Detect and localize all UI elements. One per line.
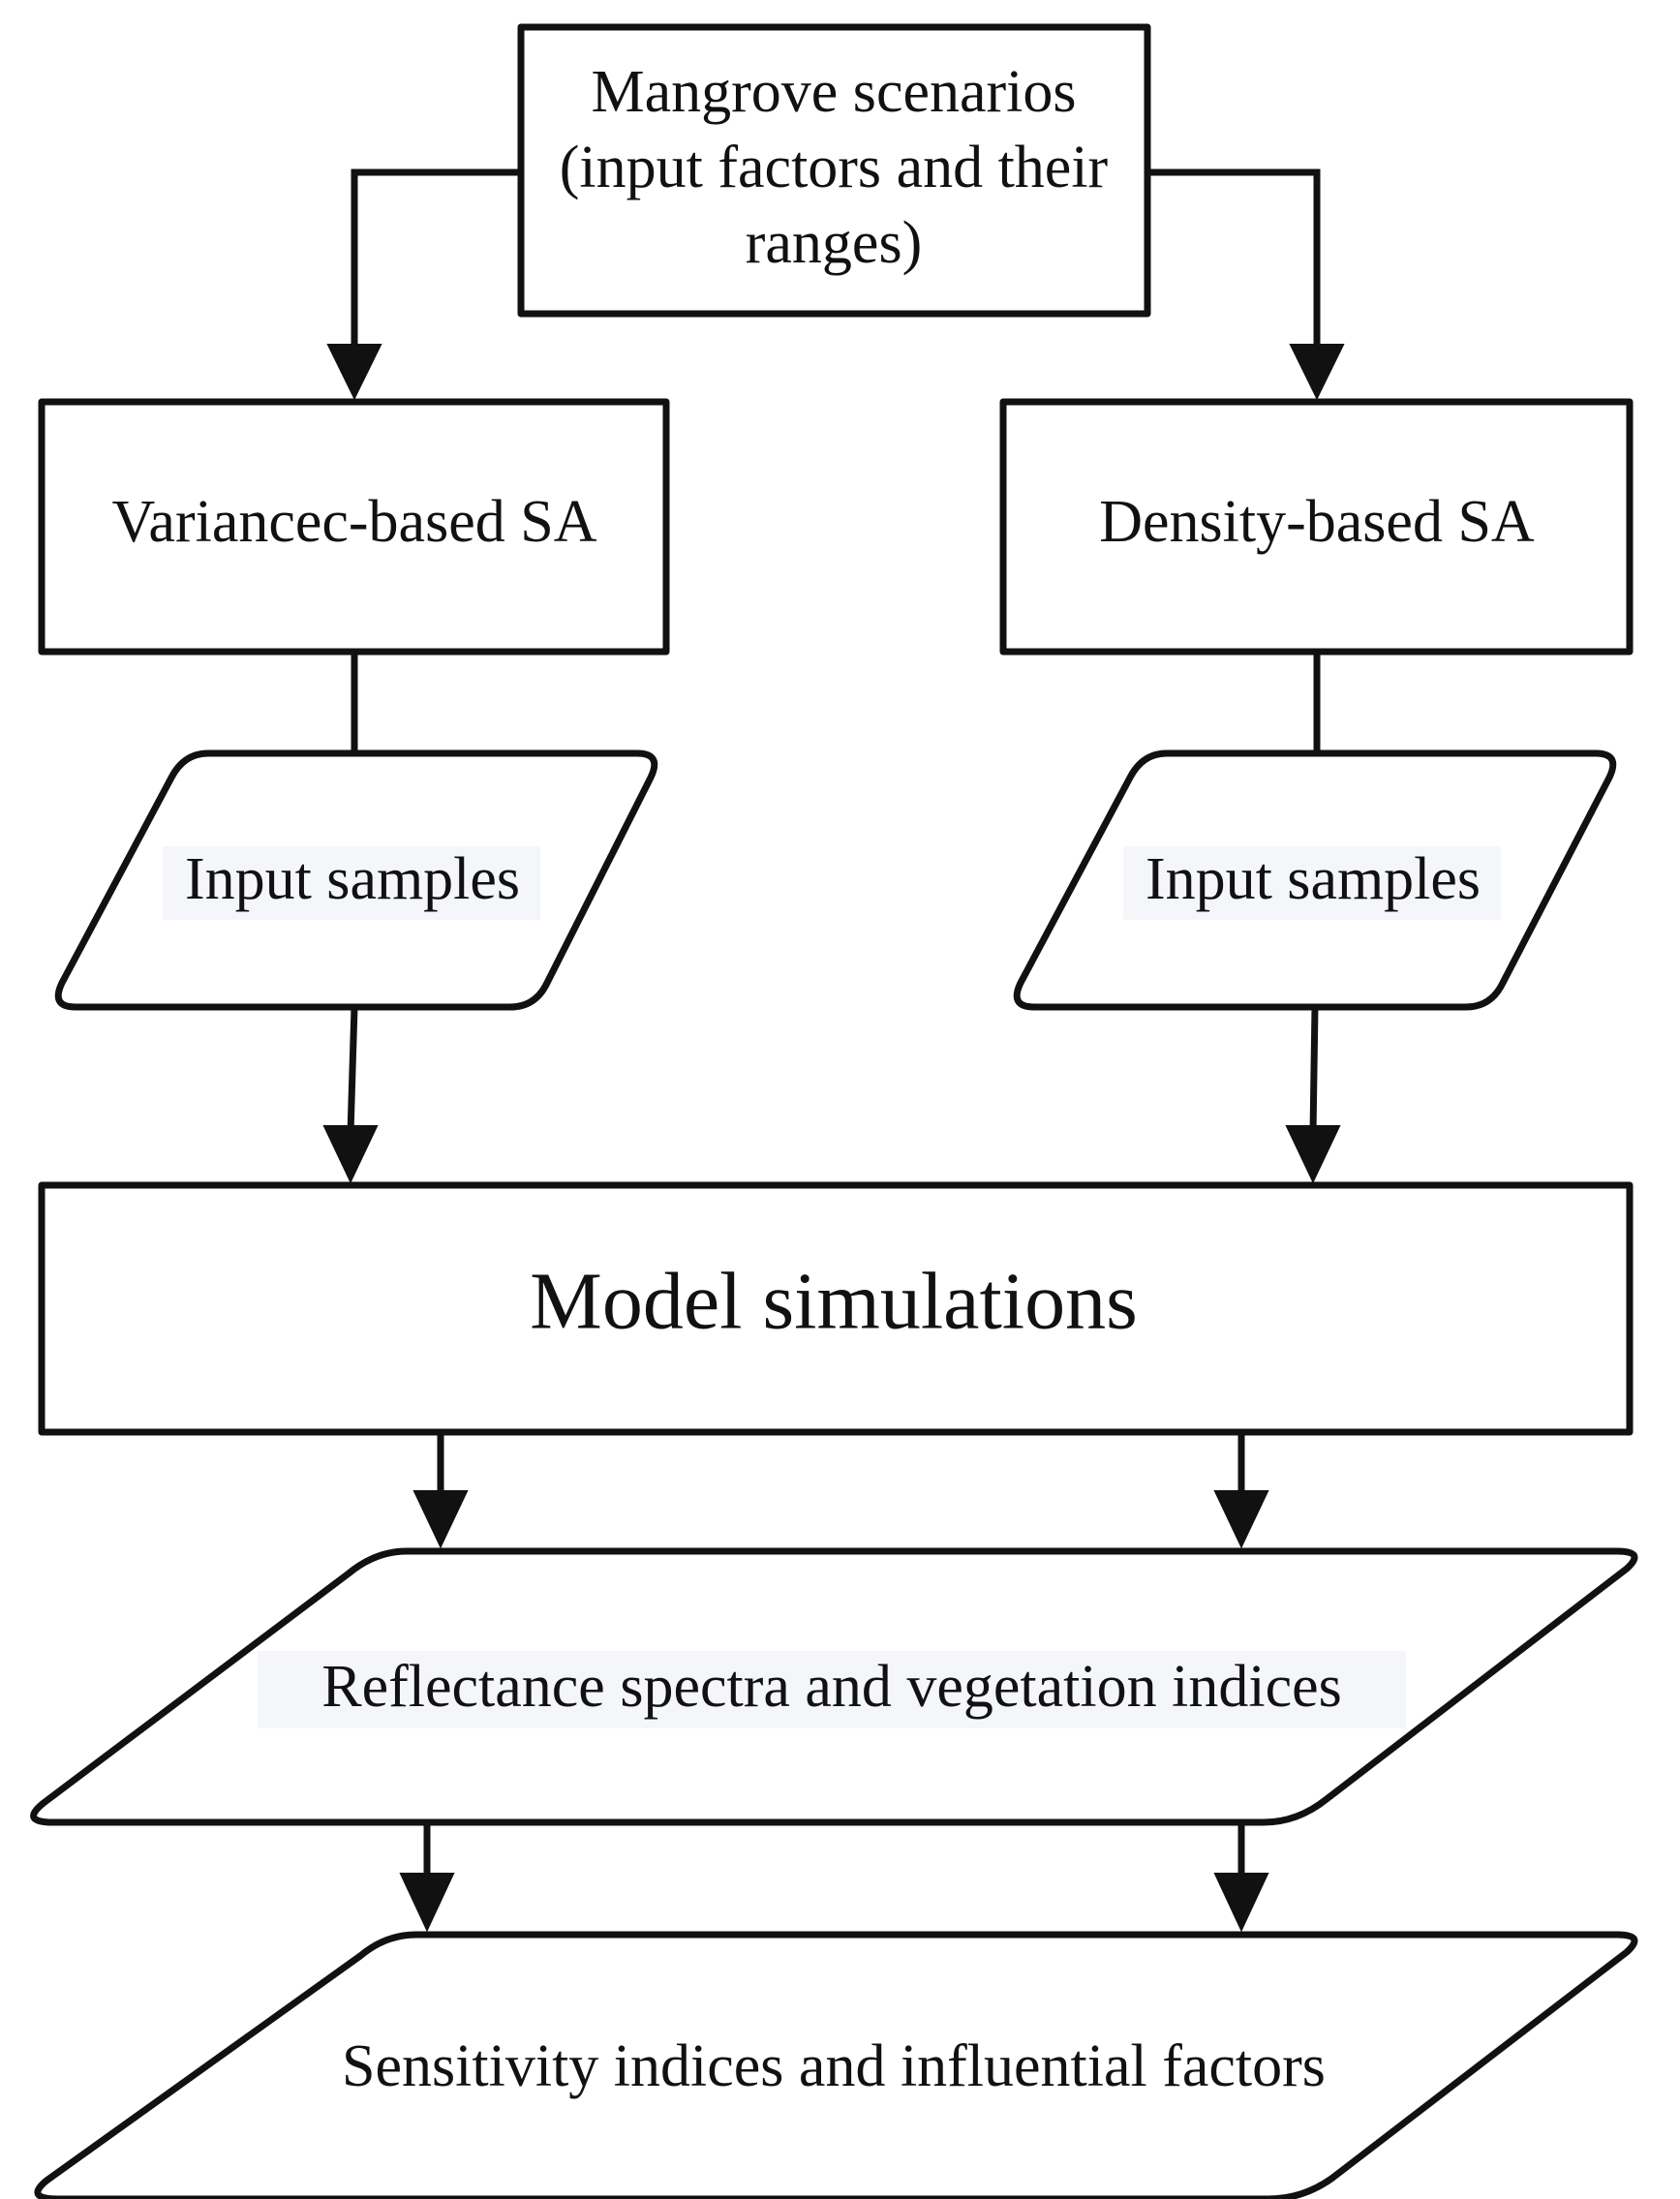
node-sensitivity: Sensitivity indices and influential fact… — [34, 1931, 1638, 2199]
arrowhead-sensitivity-right — [1213, 1873, 1269, 1933]
arrowhead-reflectance-left — [412, 1490, 469, 1549]
input-samples-right-label: Input samples — [1145, 846, 1481, 912]
edge-scenarios-to-variance-sa — [351, 168, 521, 360]
arrowhead-model-right — [1285, 1125, 1341, 1184]
node-input-samples-right: Input samples — [1013, 749, 1617, 1011]
model-simulations-box — [38, 1181, 1634, 1436]
scenarios-line-2: (input factors and their — [560, 135, 1109, 200]
node-scenarios: Mangrove scenarios (input factors and th… — [517, 23, 1151, 318]
variance-sa-label: Variancec-based SA — [112, 489, 597, 555]
arrowhead-variance-sa — [326, 344, 382, 401]
input-samples-right-highlight — [1123, 846, 1501, 920]
arrowhead-model-left — [322, 1125, 379, 1184]
input-samples-left-label: Input samples — [185, 846, 520, 912]
node-input-samples-left: Input samples — [54, 749, 658, 1011]
reflectance-highlight — [258, 1651, 1406, 1728]
scenarios-line-3: ranges) — [746, 210, 922, 276]
arrowhead-sensitivity-left — [399, 1873, 455, 1933]
node-reflectance: Reflectance spectra and vegetation indic… — [30, 1547, 1638, 1826]
edge-input-samples-left-to-model — [347, 1006, 358, 1134]
arrowhead-reflectance-right — [1213, 1490, 1269, 1549]
connectors — [322, 168, 1345, 1933]
reflectance-label: Reflectance spectra and vegetation indic… — [321, 1654, 1342, 1720]
density-sa-label: Density-based SA — [1099, 489, 1535, 555]
variance-sa-box — [38, 398, 670, 656]
scenarios-box — [517, 23, 1151, 318]
edge-input-samples-right-to-model — [1309, 1006, 1319, 1134]
node-density-sa: Density-based SA — [999, 398, 1634, 656]
sensitivity-label: Sensitivity indices and influential fact… — [342, 2033, 1326, 2099]
node-variance-sa: Variancec-based SA — [38, 398, 670, 656]
model-simulations-label: Model simulations — [530, 1256, 1138, 1346]
input-samples-left-highlight — [163, 846, 540, 920]
arrowhead-density-sa — [1289, 344, 1345, 401]
density-sa-box — [999, 398, 1634, 656]
edge-scenarios-to-density-sa — [1147, 168, 1321, 360]
sensitivity-parallelogram — [34, 1931, 1638, 2199]
node-model-simulations: Model simulations — [38, 1181, 1634, 1436]
scenarios-line-1: Mangrove scenarios — [592, 59, 1077, 125]
